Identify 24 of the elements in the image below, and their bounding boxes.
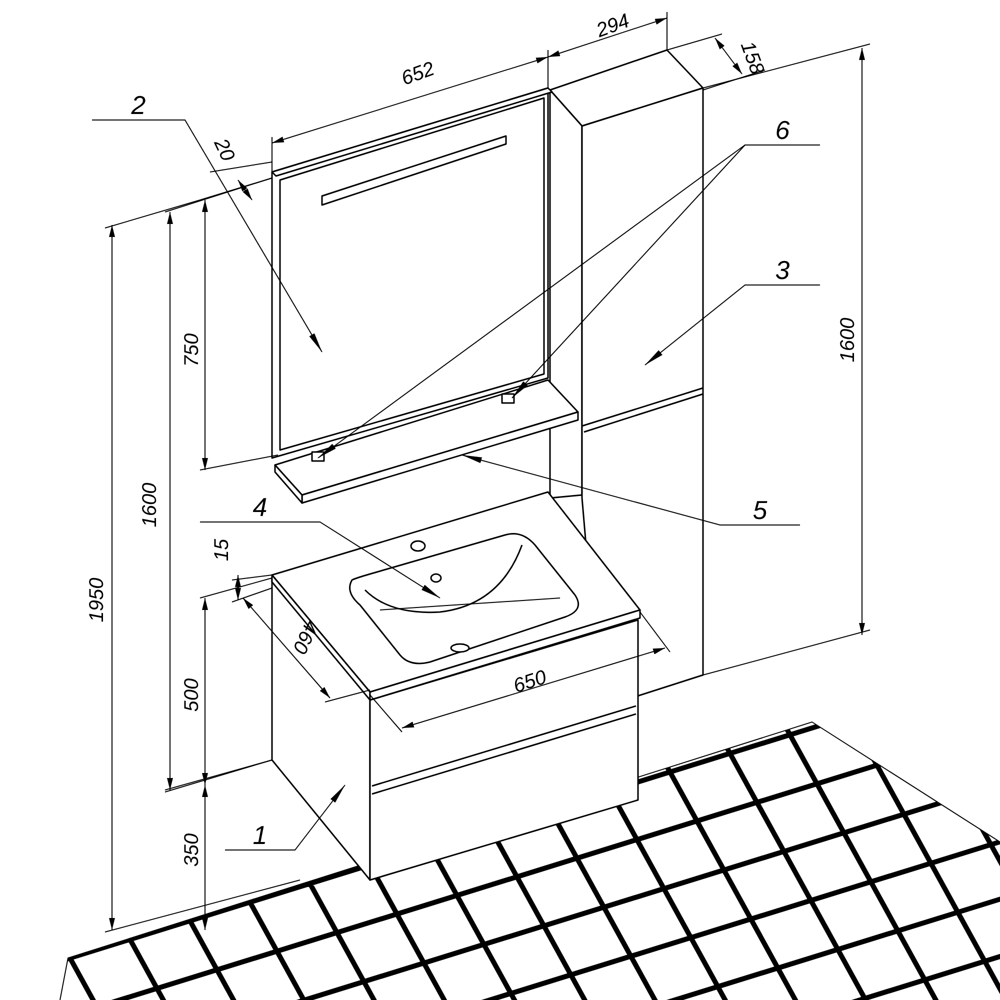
callout-number: 1	[252, 820, 268, 850]
dimension-label: 158	[736, 38, 768, 78]
callout-number: 6	[775, 115, 790, 145]
dimension-label: 1600	[837, 318, 859, 362]
dimension-label: 750	[181, 333, 203, 367]
callout-number: 5	[752, 495, 768, 525]
leader-line	[92, 120, 322, 352]
dimension-label: 1600	[139, 482, 161, 528]
dimension-label: 20	[209, 135, 239, 165]
dimension-label: 1950	[86, 578, 108, 622]
leader-line	[224, 784, 346, 850]
dimension-label: 15	[211, 538, 233, 562]
leader-line	[462, 454, 800, 526]
dimension-label: 652	[398, 58, 438, 90]
leader-line	[644, 284, 820, 366]
callout-number: 3	[775, 255, 790, 285]
dimension-label: 500	[181, 678, 203, 712]
callout-number: 2	[131, 90, 146, 120]
dimension-label: 460	[288, 617, 322, 657]
dimension-label: 350	[181, 833, 203, 867]
dimension-label: 294	[594, 10, 632, 42]
leader-line	[200, 522, 440, 598]
callout-number: 4	[252, 492, 268, 522]
dimension-label: 650	[510, 666, 550, 698]
